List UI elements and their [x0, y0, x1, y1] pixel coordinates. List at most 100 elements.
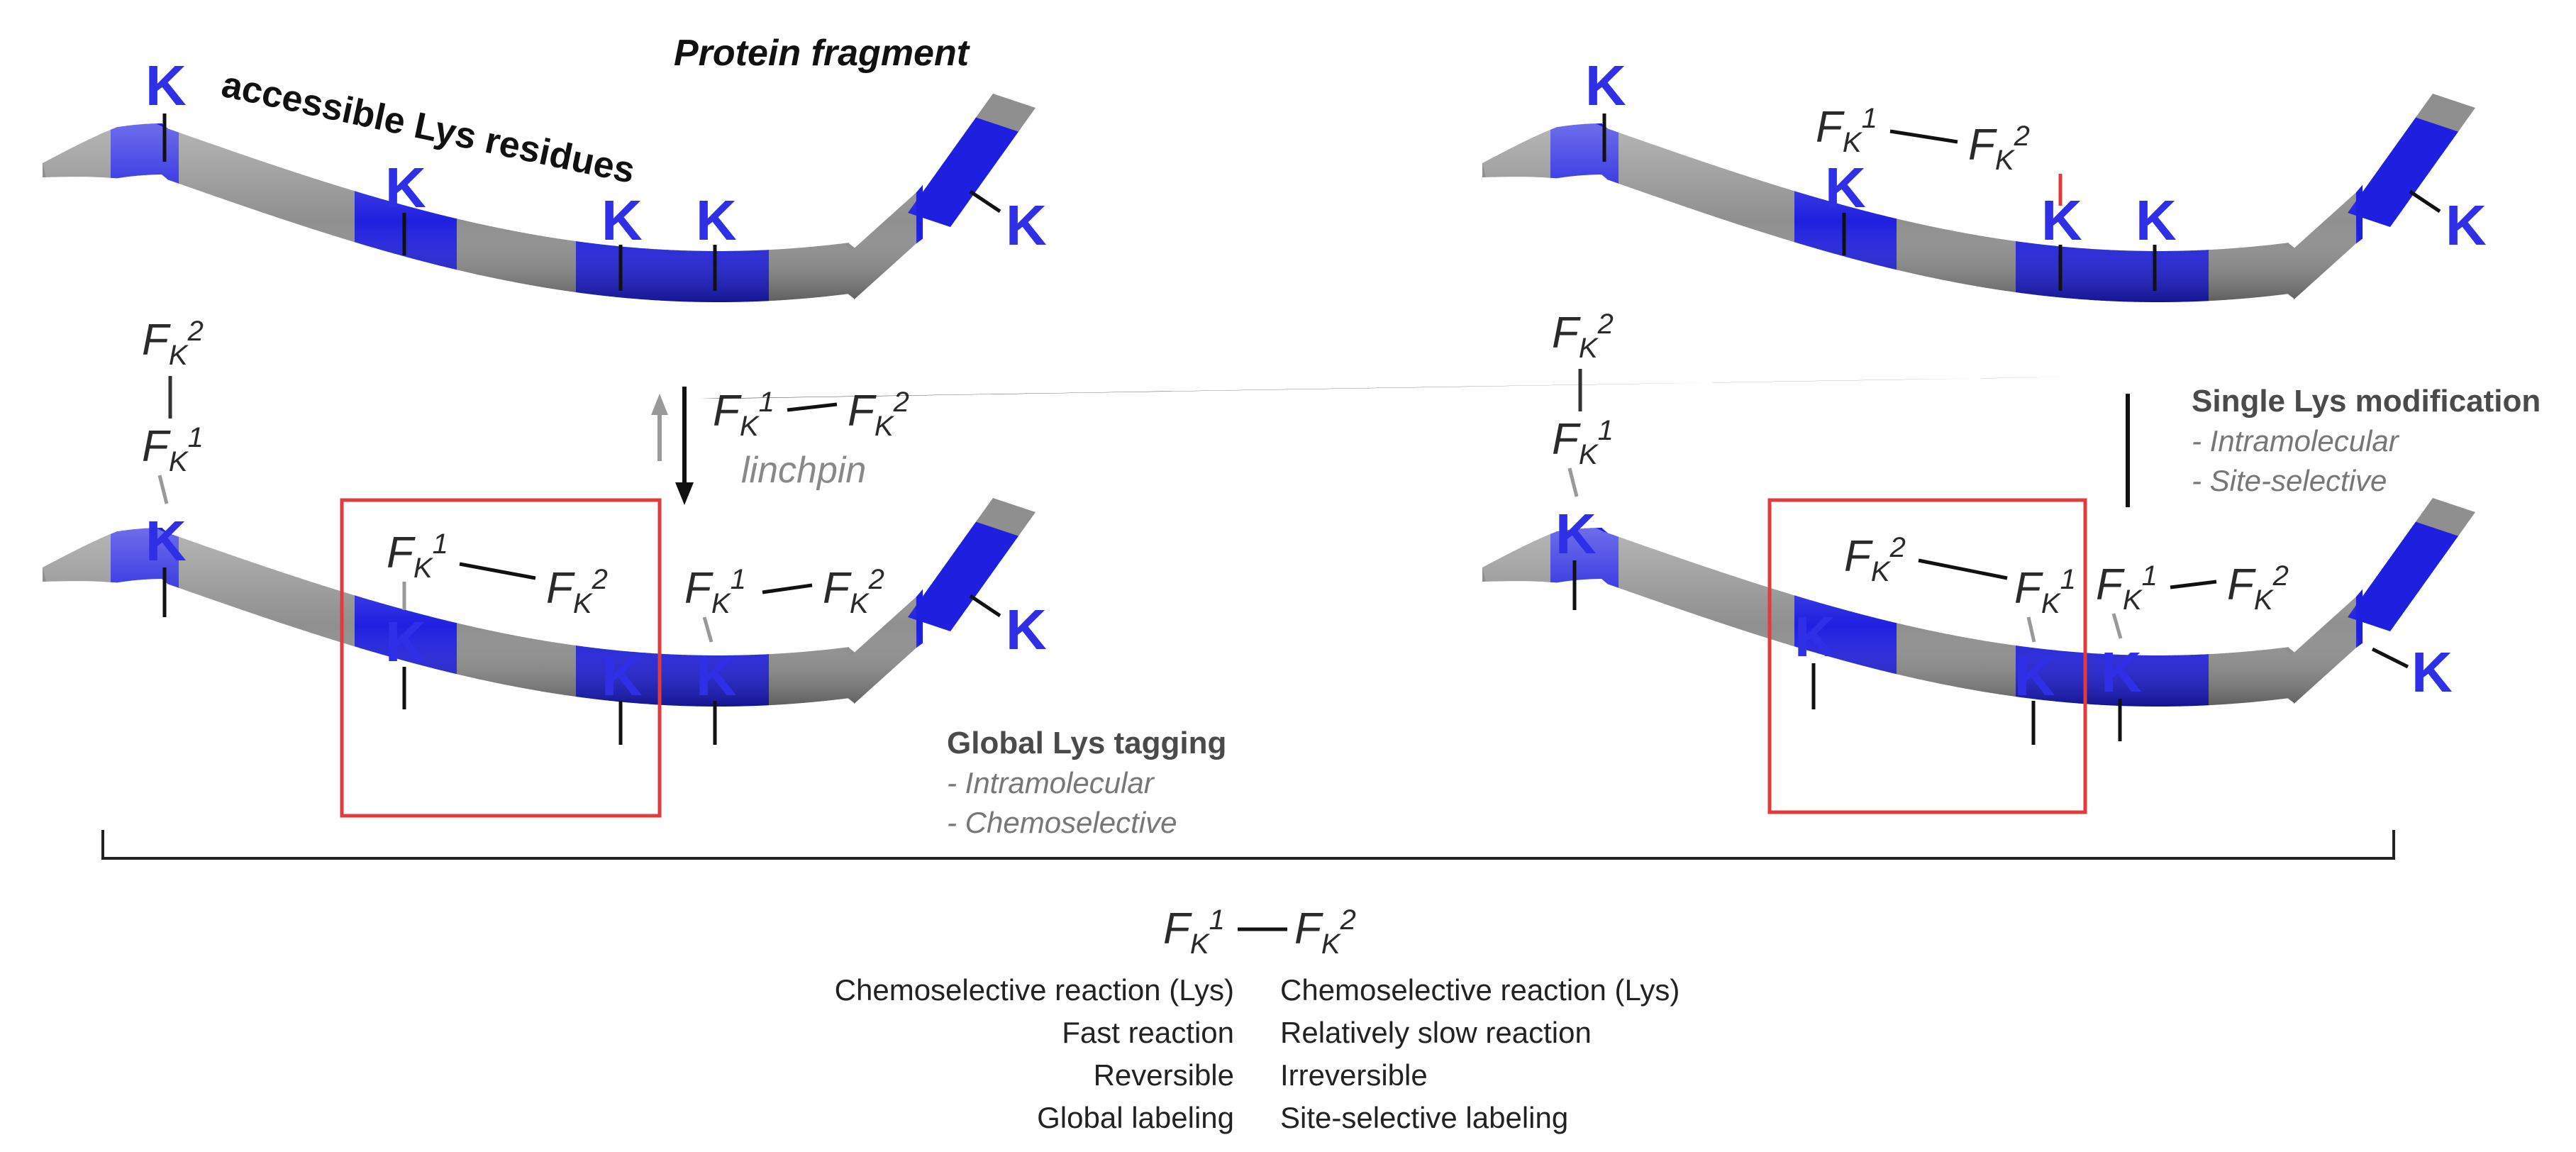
protein-fragment-label: Protein fragment [674, 33, 971, 74]
lys-k-tr-3: K [2041, 189, 2082, 252]
ribbon-segment-lys [953, 544, 1002, 568]
ribbon-segment-lys [953, 140, 1002, 164]
ribbon-segment [976, 513, 1025, 536]
ribbon-segment-lys [948, 148, 996, 172]
ribbon-segment-lys [2393, 140, 2442, 164]
global-tagging-line1: - Intramolecular [947, 766, 1155, 799]
protein-ribbon-top-left [43, 94, 1036, 302]
global-tagging-line2: - Chemoselective [947, 806, 1177, 839]
svg-text:FK1: FK1 [1163, 904, 1225, 960]
outside-fk-pair-right: FK1 FK2 [2096, 560, 2289, 639]
ribbon-segment-lys [948, 553, 996, 576]
bottom-bracket [101, 830, 2395, 860]
top-right-stems [1602, 113, 2441, 291]
lys-k-outside-left: K [696, 644, 737, 707]
ribbon-segment [2427, 94, 2475, 116]
legend-right-3: Irreversible [1280, 1058, 1428, 1092]
ribbon-segment-lys [970, 116, 1019, 140]
lys-k-chain-right: K [1555, 502, 1597, 565]
protein-ribbon-bottom-left [43, 498, 1036, 707]
ribbon-segment-lys [919, 592, 968, 616]
single-mod-line1: - Intramolecular [2192, 424, 2400, 458]
svg-text:FK1: FK1 [1552, 415, 1614, 470]
ribbon-segment-lys [2387, 553, 2436, 576]
ribbon-segment-lys [2353, 600, 2402, 624]
lys-k-outside-right: K [2101, 641, 2142, 704]
ribbon-segment-lys [2348, 204, 2397, 227]
ribbon-segment-lys [931, 172, 979, 196]
svg-text:FK2: FK2 [142, 316, 204, 371]
ribbon-segment-lys [942, 156, 991, 179]
svg-text:FK2: FK2 [1552, 309, 1614, 364]
lys-k-1: K [145, 54, 187, 117]
ribbon-segment-lys [2359, 592, 2408, 616]
ribbon-segment [2416, 513, 2465, 536]
ribbon-segment-lys [2399, 132, 2448, 156]
outside-fk-pair-left: FK1 FK2 [684, 564, 884, 643]
lys-k-box-left-2: K [601, 644, 643, 707]
ribbon-segment-lys [936, 568, 985, 592]
ribbon-segment-lys [931, 576, 979, 600]
ribbon-segment [982, 504, 1031, 528]
lys-k-tr-1: K [1585, 54, 1626, 117]
ribbon-segment-lys [2382, 156, 2431, 179]
legend-right-4: Site-selective labeling [1280, 1101, 1568, 1134]
ribbon-segment-lys [959, 536, 1008, 560]
lys-k-box-right-2: K [2014, 644, 2055, 707]
svg-text:FK1: FK1 [142, 422, 204, 477]
svg-text:FK2: FK2 [546, 564, 608, 619]
ribbon-shading [1482, 528, 2358, 707]
ribbon-segment-lys [2348, 608, 2397, 631]
ribbon-segment [2416, 109, 2465, 132]
ribbon-segment-lys [959, 132, 1008, 156]
box-left-fk-pair: FK1 FK2 [387, 528, 608, 619]
ribbon-segment-lys [925, 584, 974, 608]
lys-k-3: K [601, 189, 643, 252]
single-mod-line2: - Site-selective [2192, 464, 2387, 497]
lys-k-end-right: K [2411, 641, 2453, 704]
reaction-box-right [1767, 498, 2087, 814]
ribbon-segment-lys [965, 124, 1014, 148]
ribbon-shading [43, 528, 918, 707]
lys-k-tr-2: K [1825, 156, 1866, 219]
ribbon-segment-lys [936, 164, 985, 187]
legend-left-3: Reversible [1094, 1058, 1234, 1092]
svg-text:FK1: FK1 [2096, 560, 2158, 616]
lys-k-tr-4: K [2136, 189, 2177, 252]
ribbon-segment-lys [925, 179, 974, 204]
top-left-lysines [162, 113, 1001, 291]
lys-k-tr-5: K [2445, 194, 2487, 257]
single-mod-arrow [700, 376, 2130, 507]
equilibrium-arrows [651, 387, 694, 505]
legend-right-2: Relatively slow reaction [1280, 1016, 1592, 1049]
ribbon-segment-lys [919, 188, 968, 211]
lys-k-box-right-1: K [1794, 605, 1836, 668]
global-tagging-title: Global Lys tagging [947, 726, 1226, 760]
lys-k-chain-left: K [145, 509, 187, 572]
legend-left-1: Chemoselective reaction (Lys) [835, 973, 1234, 1007]
ribbon-segment-lys [965, 528, 1014, 552]
ribbon-segment-lys [2410, 521, 2459, 544]
legend-right-1: Chemoselective reaction (Lys) [1280, 973, 1680, 1007]
top-right-fk-pair: FK1 FK2 [1816, 103, 2063, 206]
fk1-fk2-linchpin-reagent: FK1 FK2 [713, 387, 909, 442]
svg-text:FK2: FK2 [823, 564, 884, 619]
ribbon-segment-lys [2353, 196, 2402, 219]
svg-text:FK2: FK2 [1968, 121, 2030, 176]
ribbon-segment-lys [2393, 544, 2442, 568]
fk-chain-left: FK2 FK1 [142, 316, 204, 504]
legend-left-4: Global labeling [1037, 1101, 1234, 1134]
ribbon-segment-lys [2370, 576, 2419, 600]
single-mod-title: Single Lys modification [2192, 384, 2541, 419]
ribbon-shading [43, 123, 918, 302]
ribbon-segment [2421, 504, 2470, 528]
fk-chain-right: FK2 FK1 [1552, 309, 1614, 497]
svg-text:FK1: FK1 [684, 564, 746, 619]
ribbon-segment-lys [908, 204, 957, 227]
linchpin-label: linchpin [741, 450, 866, 491]
ribbon-segment-lys [2376, 164, 2425, 187]
svg-text:FK1: FK1 [2014, 564, 2076, 619]
ribbon-segment-lys [970, 521, 1019, 544]
svg-text:FK1: FK1 [387, 528, 448, 584]
